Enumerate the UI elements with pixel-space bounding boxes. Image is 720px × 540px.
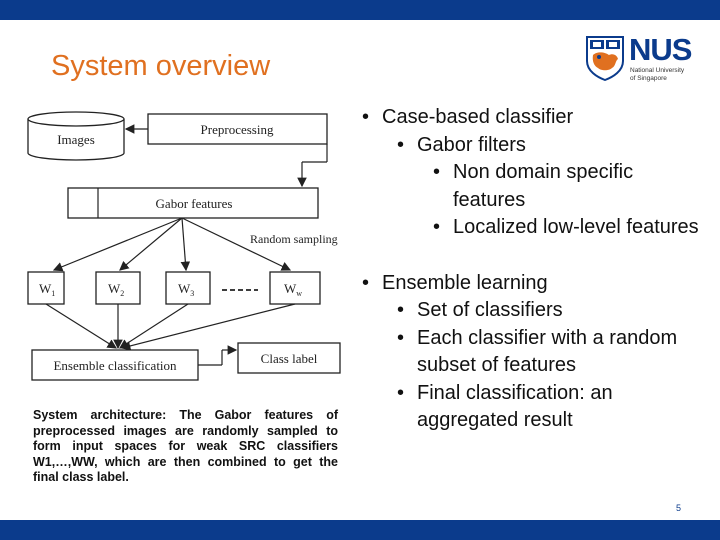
classifier-ww-label: Ww — [284, 281, 302, 298]
w3-letter: W — [178, 281, 191, 296]
bullet-group-2: Ensemble learning Set of classifiers Eac… — [356, 270, 706, 435]
bullet-final-classification: Final classification: an aggregated resu… — [356, 380, 706, 435]
random-sampling-label: Random sampling — [250, 232, 338, 246]
gabor-features-label: Gabor features — [156, 196, 233, 211]
slide-title: System overview — [51, 50, 271, 82]
nus-logo: NUS National University of Singapore — [585, 33, 697, 83]
bullet-spacer — [356, 242, 706, 270]
system-architecture-diagram: Images Preprocessing Gabor features Rand… — [27, 111, 341, 381]
nus-crest-icon — [586, 36, 624, 81]
class-label-text: Class label — [261, 351, 318, 366]
nus-subtitle: National University of Singapore — [630, 67, 684, 83]
ensemble-classification-label: Ensemble classification — [53, 358, 177, 373]
preprocessing-box — [147, 113, 328, 145]
images-database-icon — [27, 111, 125, 161]
w1-letter: W — [39, 281, 52, 296]
classifier-w1-box — [27, 271, 65, 305]
top-bar — [0, 0, 720, 20]
arrow-w3-to-ensemble — [118, 303, 189, 349]
bullet-each-classifier: Each classifier with a random subset of … — [356, 325, 706, 380]
arrow-ww-to-ensemble — [120, 303, 296, 351]
class-label-box — [237, 342, 341, 374]
bullet-gabor-filters: Gabor filters — [356, 132, 706, 160]
nus-subtitle-line2: of Singapore — [630, 75, 667, 82]
images-label: Images — [57, 132, 95, 147]
w1-subscript: 1 — [51, 289, 55, 298]
page-number: 5 — [676, 503, 682, 513]
bullet-set-of-classifiers: Set of classifiers — [356, 297, 706, 325]
arrow-to-w2 — [119, 217, 183, 271]
bullet-localized-low-level: Localized low-level features — [356, 214, 706, 242]
bullet-case-based-classifier: Case-based classifier — [356, 104, 706, 132]
ensemble-classification-box — [31, 349, 199, 381]
preprocessing-label: Preprocessing — [201, 122, 274, 137]
arrow-to-ww — [181, 217, 292, 271]
gabor-features-box — [67, 187, 319, 219]
bullet-content: Case-based classifier Gabor filters Non … — [356, 104, 706, 435]
arrow-to-w3 — [180, 217, 191, 272]
classifier-w2-label: W2 — [108, 281, 124, 298]
classifier-w1-label: W1 — [39, 281, 55, 298]
w2-subscript: 2 — [120, 289, 124, 298]
classifier-w2-box — [95, 271, 141, 305]
nus-wordmark: NUS — [629, 32, 692, 67]
bullet-group-1: Case-based classifier Gabor filters Non … — [356, 104, 706, 242]
classifier-w3-label: W3 — [178, 281, 194, 298]
figure-caption: System architecture: The Gabor features … — [33, 408, 338, 484]
nus-subtitle-line1: National University — [630, 67, 685, 74]
bullet-ensemble-learning: Ensemble learning — [356, 270, 706, 298]
arrow-w1-to-ensemble — [45, 303, 118, 349]
ww-subscript: w — [296, 289, 302, 298]
bottom-bar — [0, 520, 720, 540]
ww-letter: W — [284, 281, 297, 296]
arrow-to-w1 — [52, 217, 183, 272]
w3-subscript: 3 — [190, 289, 194, 298]
w2-letter: W — [108, 281, 121, 296]
bullet-non-domain-specific: Non domain specific features — [356, 159, 706, 214]
